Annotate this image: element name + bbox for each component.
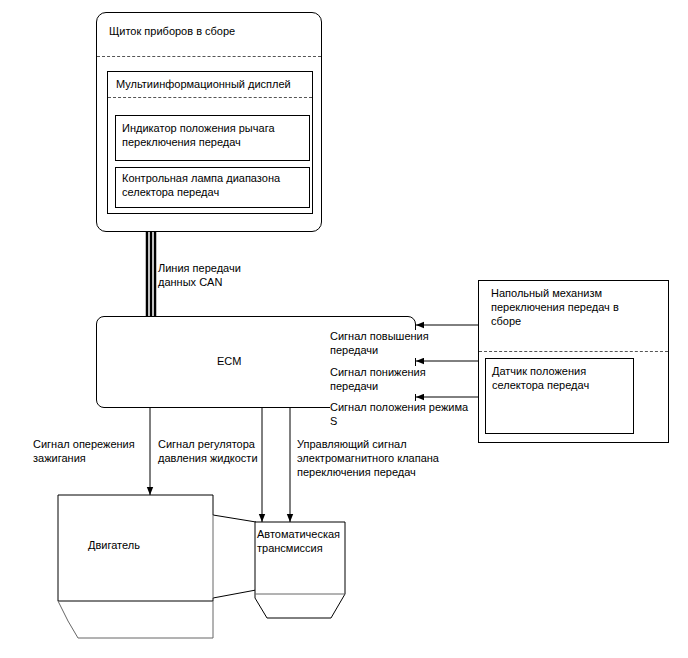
transmission-shape: Автоматическая трансмиссия <box>255 522 347 622</box>
outline-stroke <box>58 601 213 638</box>
dashed-divider <box>479 351 668 352</box>
connector-line <box>416 325 478 326</box>
signal-connector <box>290 408 291 522</box>
shifter-assembly-box: Напольный механизм переключения передач … <box>478 280 669 443</box>
signal-label: Сигнал положения режима S <box>330 401 470 429</box>
outline-stroke <box>58 495 256 601</box>
connector-line <box>150 232 153 316</box>
signal-label: Сигнал понижения передачи <box>330 366 470 394</box>
connector-line <box>416 397 478 398</box>
lamp-box: Контрольная лампа диапазона селектора пе… <box>115 167 310 208</box>
outline-stroke <box>213 515 214 598</box>
signal-connector <box>416 325 478 326</box>
signal-connector <box>150 408 151 495</box>
outline-stroke <box>255 594 345 595</box>
dashed-divider <box>108 97 312 98</box>
node-label: Датчик положения селектора передач <box>492 365 628 393</box>
signal-label: Сигнал опережения зажигания <box>33 438 145 466</box>
signal-connector <box>262 408 263 522</box>
connector-line <box>154 232 157 316</box>
indicator-box: Индикатор положения рычага переключения … <box>115 115 310 161</box>
connector-line <box>416 361 478 362</box>
connector-line <box>150 408 151 495</box>
signal-connector <box>416 361 478 362</box>
signal-connector <box>147 232 155 316</box>
node-label: Мультиинформационный дисплей <box>116 78 306 92</box>
signal-label: Сигнал повышения передачи <box>330 330 470 358</box>
node-label: Напольный механизм переключения передач … <box>491 287 651 328</box>
connector-line <box>146 232 149 316</box>
signal-label: Сигнал регулятора давления жидкости <box>158 438 258 466</box>
connector-line <box>262 408 263 522</box>
engine-shape: Двигатель <box>58 495 258 640</box>
node-label: Автоматическая трансмиссия <box>257 528 347 556</box>
dashed-divider <box>97 56 321 57</box>
assembly-box: Щиток приборов в сбореМультиинформационн… <box>96 12 322 232</box>
signal-label: Управляющий сигнал электромагнитного кла… <box>297 438 467 479</box>
display-box: Мультиинформационный дисплейИндикатор по… <box>107 71 313 214</box>
engine-outline <box>58 495 258 640</box>
node-label: Индикатор положения рычага переключения … <box>122 122 302 150</box>
node-label: Щиток приборов в сборе <box>109 25 309 39</box>
sensor-box: Датчик положения селектора передач <box>485 358 634 434</box>
node-label: Двигатель <box>88 539 198 553</box>
node-label: ECM <box>217 355 297 369</box>
connector-line <box>290 408 291 522</box>
signal-connector <box>416 397 478 398</box>
node-label: Контрольная лампа диапазона селектора пе… <box>122 172 302 200</box>
signal-label: Линия передачи данных CAN <box>158 262 253 290</box>
